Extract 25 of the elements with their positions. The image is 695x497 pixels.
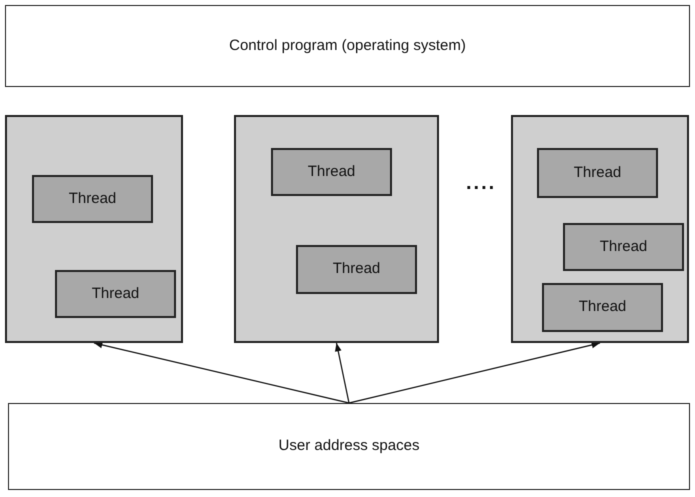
thread-box <box>563 223 684 271</box>
thread-box <box>55 270 176 318</box>
arrow <box>94 342 350 404</box>
thread-box <box>537 148 658 198</box>
box-label: Control program (operating system) <box>229 36 466 56</box>
ellipsis-text: .... <box>466 171 496 196</box>
address-space-box <box>5 115 183 343</box>
thread-box <box>32 175 153 223</box>
box-label: Thread <box>332 259 380 280</box>
box-label: Thread <box>600 236 648 257</box>
thread-box <box>542 283 663 332</box>
box-label: Thread <box>578 297 626 318</box>
arrow <box>348 342 600 404</box>
box-label: Thread <box>68 188 116 209</box>
process-box <box>8 403 690 490</box>
address-space-box <box>234 115 439 343</box>
address-space-box <box>511 115 689 343</box>
box-label: Thread <box>92 284 140 304</box>
thread-box <box>296 245 417 294</box>
arrow <box>334 342 350 404</box>
box-label: Thread <box>574 162 622 183</box>
process-box <box>5 5 690 87</box>
box-label: Thread <box>308 162 356 182</box>
thread-box <box>271 148 392 196</box>
box-label: User address spaces <box>278 436 420 456</box>
